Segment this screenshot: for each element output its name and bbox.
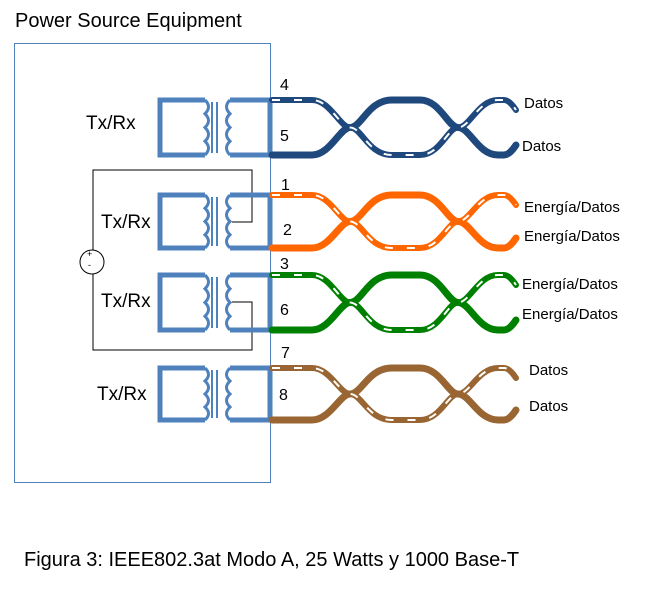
pin-label: 2 (283, 222, 292, 239)
end-label: Energía/Datos (522, 276, 618, 293)
secondary-winding (230, 97, 273, 158)
end-label: Datos (524, 95, 564, 112)
end-label: Datos (529, 362, 569, 379)
twisted-pair-3-6 (268, 271, 520, 334)
transformers (157, 97, 273, 423)
transformer-label: Tx/Rx (97, 384, 147, 405)
twisted-pair-4-5 (268, 96, 520, 159)
secondary-winding (230, 272, 273, 333)
transformer-icon (157, 192, 273, 251)
striped-strand (269, 272, 519, 333)
end-label: Energía/Datos (524, 228, 620, 245)
figure-caption: Figura 3: IEEE802.3at Modo A, 25 Watts y… (24, 549, 520, 571)
coil-primary (202, 193, 210, 250)
striped-strand (269, 97, 519, 158)
transformer-icon (157, 97, 273, 158)
transformer-label: Tx/Rx (101, 291, 151, 312)
pin-label: 5 (280, 128, 289, 145)
coil-primary (202, 273, 210, 332)
pin-label: 6 (280, 302, 289, 319)
diagram-title: Power Source Equipment (15, 10, 242, 32)
transformer-icon (157, 272, 273, 333)
pin-label: 3 (280, 256, 289, 273)
end-label: Energía/Datos (524, 199, 620, 216)
plus-sign: + (87, 249, 93, 259)
coil-primary (202, 98, 210, 157)
pin-label: 7 (281, 345, 290, 362)
secondary-winding (230, 192, 273, 251)
end-label: Datos (522, 138, 562, 155)
primary-winding (157, 272, 205, 333)
coil-secondary (225, 193, 233, 250)
coil-primary (202, 366, 210, 422)
twisted-pairs (268, 96, 520, 424)
strand-stripes (272, 194, 517, 249)
power-circuit (79, 169, 253, 351)
end-label: Energía/Datos (522, 306, 618, 323)
transformer-icon (157, 365, 273, 423)
coil-secondary (225, 98, 233, 157)
primary-winding (157, 97, 205, 158)
pse-box (14, 43, 271, 483)
power-source-icon (79, 249, 105, 275)
wire-positive (92, 169, 253, 250)
strand-stripes (272, 367, 517, 421)
primary-winding (157, 365, 205, 423)
minus-sign: - (88, 260, 91, 270)
wire-negative (92, 274, 253, 351)
secondary-winding (230, 365, 273, 423)
coil-secondary (225, 273, 233, 332)
pin-label: 8 (279, 387, 288, 404)
transformer-label: Tx/Rx (86, 113, 136, 134)
primary-winding (157, 192, 205, 251)
transformer-label: Tx/Rx (101, 212, 151, 233)
coil-secondary (225, 366, 233, 422)
pin-label: 1 (281, 177, 290, 194)
twisted-pair-1-2 (268, 191, 520, 252)
twisted-pair-7-8 (268, 364, 520, 424)
pin-label: 4 (280, 77, 289, 94)
end-label: Datos (529, 398, 569, 415)
